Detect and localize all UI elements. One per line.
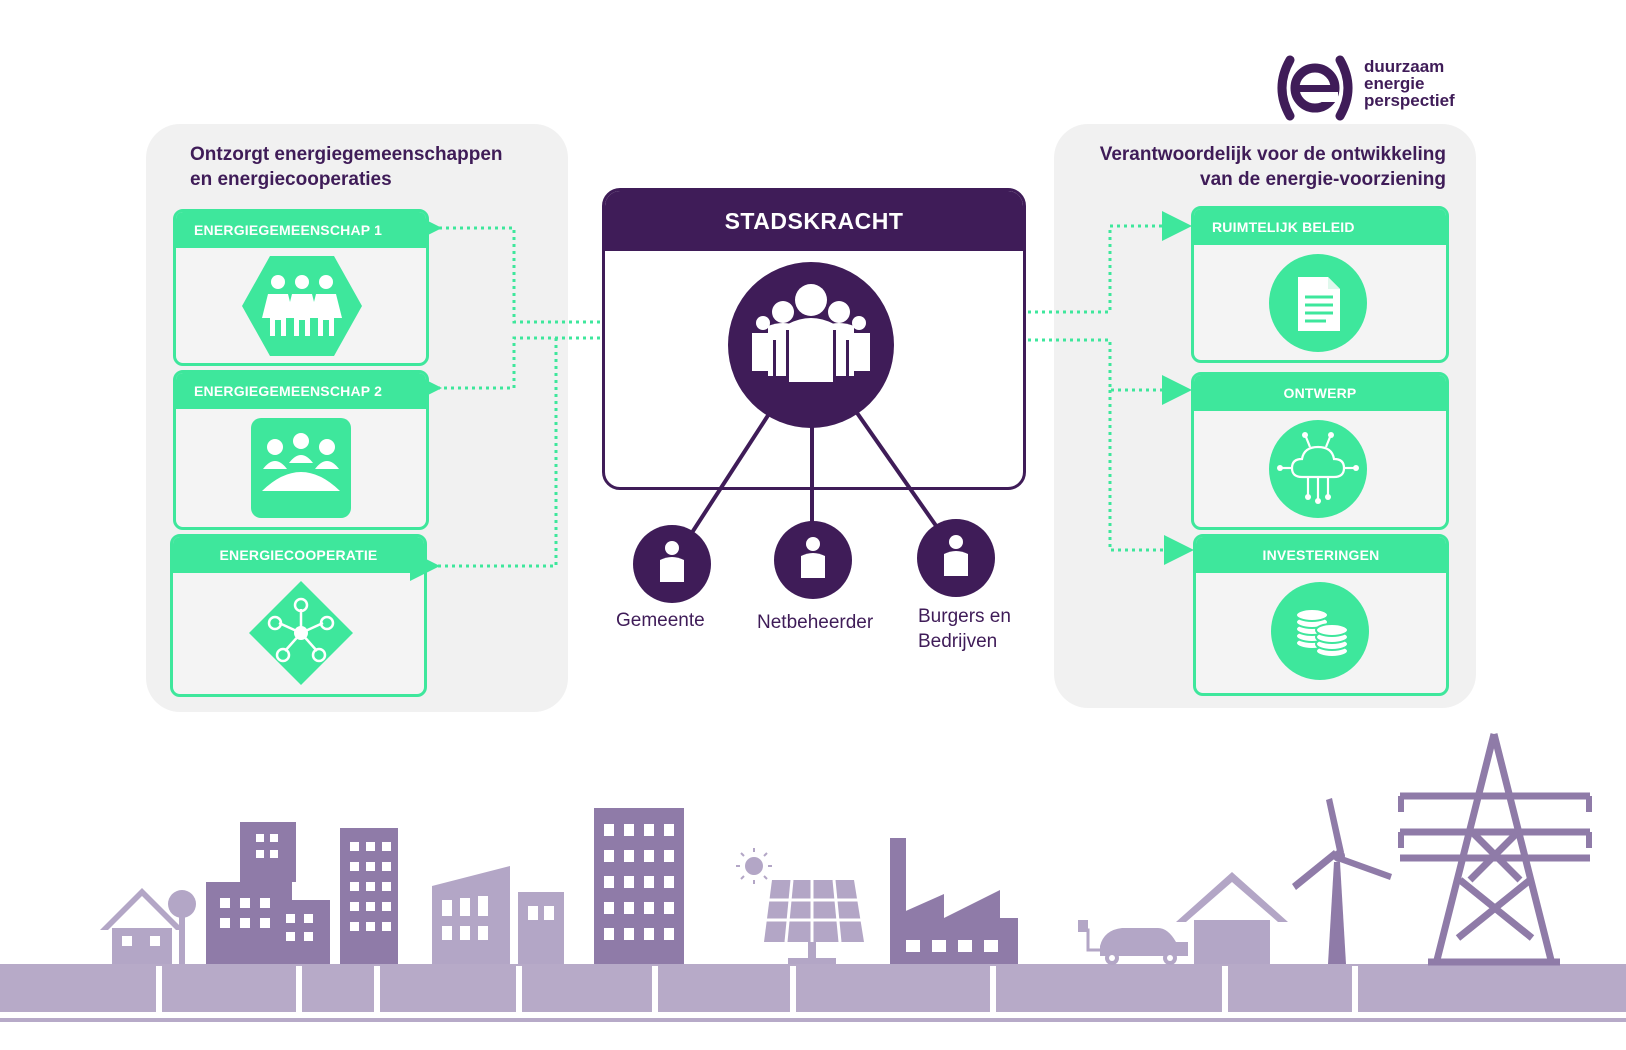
wind-turbine-icon	[1292, 798, 1392, 964]
connector-right-1	[1028, 211, 1192, 314]
coins-icon	[1271, 582, 1369, 680]
ground-band	[0, 964, 1626, 1012]
meeting-group-icon	[251, 418, 351, 518]
stakeholder-label-line1: Burgers en	[918, 606, 1011, 627]
group-people-icon	[728, 262, 894, 428]
right-panel-title-line1: Verantwoordelijk voor de ontwikkeling	[1099, 144, 1446, 165]
stadskracht-title: STADSKRACHT	[605, 191, 1023, 251]
logo-text-line1: duurzaam	[1364, 57, 1445, 76]
family-house-icon	[1176, 872, 1288, 964]
left-panel-title-line2: en energiecooperaties	[190, 169, 392, 190]
stakeholder-lines	[680, 398, 948, 550]
plug-cable-icon	[1084, 928, 1100, 952]
card-energiegemeenschap-2[interactable]: ENERGIEGEMEENSCHAP 2	[173, 370, 429, 530]
logo-mark-icon	[1277, 55, 1353, 121]
card-energiecooperatie[interactable]: ENERGIECOOPERATIE	[170, 534, 427, 697]
power-pylon-icon	[1400, 733, 1590, 966]
network-diamond-icon	[249, 581, 353, 685]
person-icon	[917, 519, 995, 597]
card-label: ENERGIECOOPERATIE	[173, 537, 424, 573]
stakeholder-label-line1: Gemeente	[616, 610, 705, 631]
card-label: RUIMTELIJK BELEID	[1194, 209, 1446, 245]
card-ruimtelijk-beleid[interactable]: RUIMTELIJK BELEID	[1191, 206, 1449, 363]
connector-left-1	[412, 213, 600, 324]
card-label: ENERGIEGEMEENSCHAP 2	[176, 373, 426, 409]
right-panel-title: Verantwoordelijk voor de ontwikkeling va…	[1060, 142, 1446, 192]
right-panel-title-line2: van de energie-voorziening	[1200, 169, 1446, 190]
logo-text: duurzaam energie perspectief	[1364, 58, 1455, 109]
card-energiegemeenschap-1[interactable]: ENERGIEGEMEENSCHAP 1	[173, 209, 429, 366]
connector-right-3	[1108, 390, 1194, 565]
connector-right-2	[1028, 338, 1192, 405]
electric-car-icon	[1100, 928, 1188, 965]
city-skyline	[0, 733, 1626, 1022]
stakeholder-label-line1: Netbeheerder	[757, 612, 874, 633]
card-label: ONTWERP	[1194, 375, 1446, 411]
card-label: INVESTERINGEN	[1196, 537, 1446, 573]
house-icon	[100, 888, 196, 964]
stakeholder-label-line2: Bedrijven	[918, 631, 998, 652]
logo: duurzaam energie perspectief	[1272, 52, 1492, 124]
card-ontwerp[interactable]: ONTWERP	[1191, 372, 1449, 530]
document-icon	[1269, 254, 1367, 352]
solar-panel-icon	[764, 880, 864, 964]
person-icon	[633, 525, 711, 603]
person-icon	[774, 521, 852, 599]
connector-left-3	[410, 338, 558, 581]
connector-lines	[410, 211, 1194, 581]
people-hexagon-icon	[242, 256, 362, 356]
stakeholder-label-gemeente: Gemeente	[616, 608, 705, 633]
ground-line	[0, 1018, 1626, 1022]
cloud-network-icon	[1269, 420, 1367, 518]
card-label: ENERGIEGEMEENSCHAP 1	[176, 212, 426, 248]
stakeholder-label-burgers: Burgers en Bedrijven	[918, 604, 1011, 654]
logo-text-line2: energie	[1364, 74, 1425, 93]
stakeholder-label-netbeheerder: Netbeheerder	[757, 610, 873, 635]
logo-text-line3: perspectief	[1364, 91, 1455, 110]
sun-icon	[736, 848, 772, 884]
left-panel-title: Ontzorgt energiegemeenschappen en energi…	[190, 142, 503, 192]
left-panel-title-line1: Ontzorgt energiegemeenschappen	[190, 144, 503, 165]
card-investeringen[interactable]: INVESTERINGEN	[1193, 534, 1449, 696]
